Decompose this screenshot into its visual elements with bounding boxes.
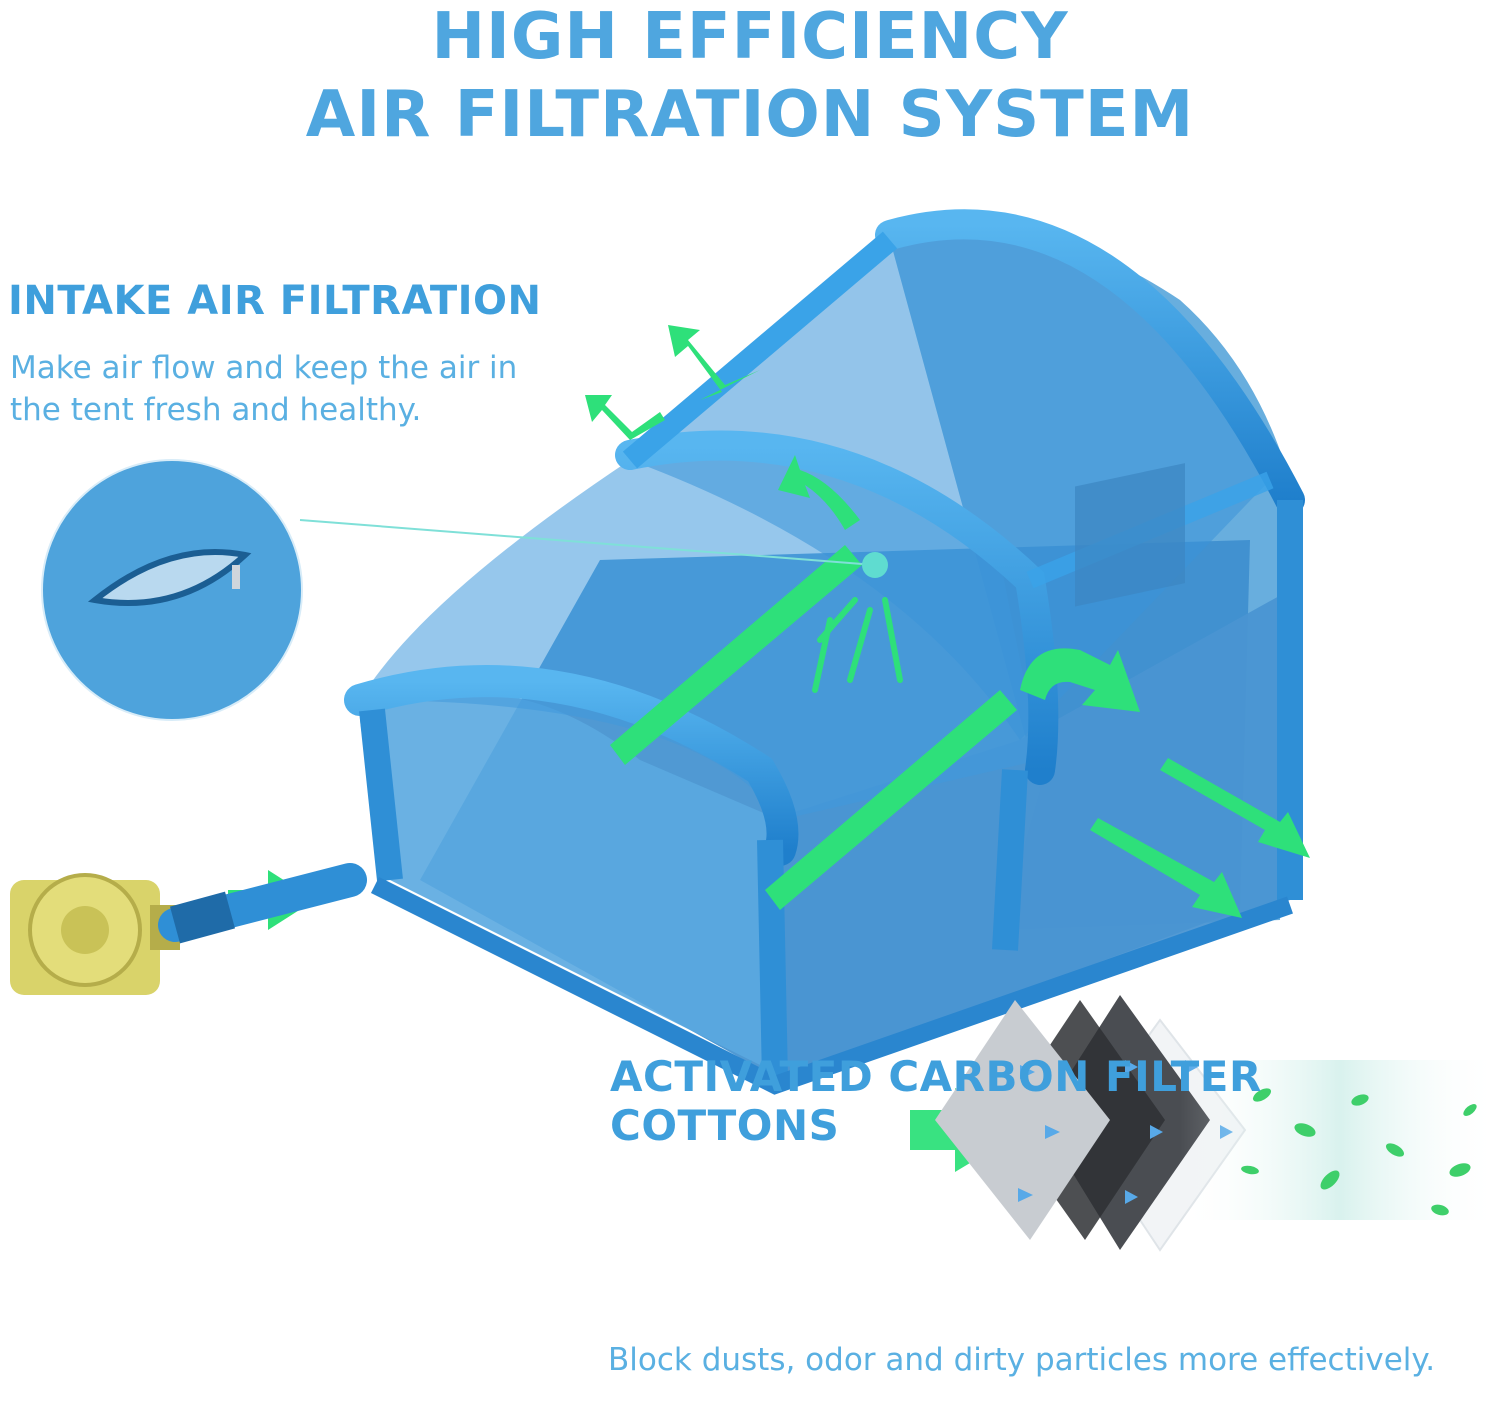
zipper-vent-icon [41,459,303,721]
carbon-filter-description: Block dusts, odor and dirty particles mo… [608,1342,1436,1378]
blower-icon [10,873,180,995]
airflow-arrow-icon [228,325,1310,1172]
carbon-filter-heading: ACTIVATED CARBON FILTER COTTONS [610,1052,1262,1150]
page-title-line2: AIR FILTRATION SYSTEM [305,78,1195,152]
tent-right-wall [770,590,1290,1080]
tent-window [1075,463,1185,607]
intake-heading: INTAKE AIR FILTRATION [8,278,542,324]
tent-front-wall [360,692,780,1075]
intake-description-line2: the tent fresh and healthy. [10,392,422,428]
intake-description-line1: Make air flow and keep the air in [10,350,518,386]
leaf-icon [1241,1088,1477,1216]
page-title-line1: HIGH EFFICIENCY [431,0,1069,74]
